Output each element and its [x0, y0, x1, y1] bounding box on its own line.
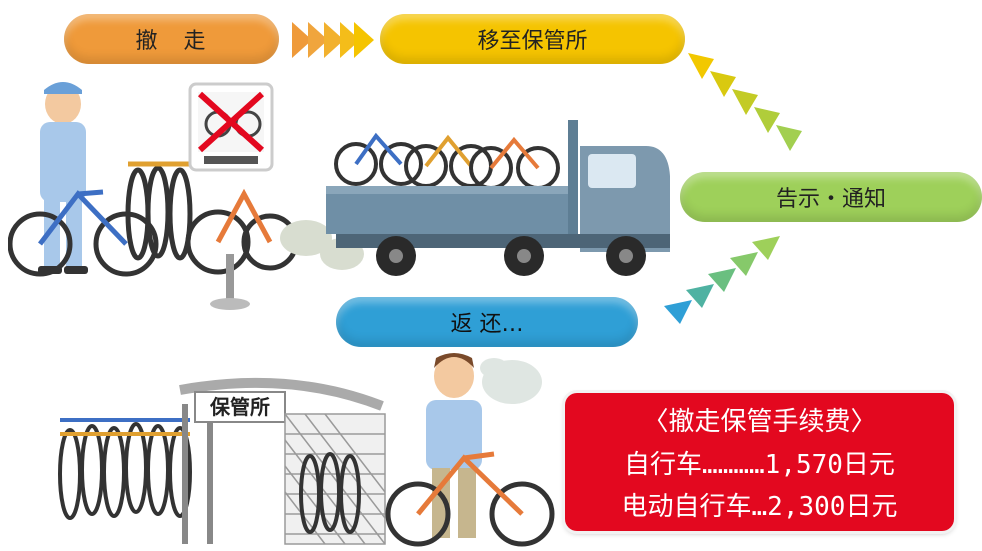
storage-facility-illustration: 保管所: [58, 377, 386, 545]
storage-sign-text: 保管所: [209, 395, 270, 419]
step-return-label: 返 还…: [336, 297, 638, 347]
fee-title: 〈撤走保管手续费〉: [642, 407, 877, 437]
truck-illustration: [280, 120, 670, 276]
step-move-to-storage-label: 移至保管所: [380, 14, 685, 64]
arrow-notice-to-return: [664, 236, 780, 324]
worker-figure: [38, 82, 88, 274]
arrow-move-to-notice: [688, 53, 802, 151]
fee-bicycle-line: 自行车…………1,570日元: [624, 450, 895, 480]
no-parking-sign: [188, 82, 274, 310]
owner-returning-illustration: [385, 353, 555, 547]
arrow-remove-to-move: [292, 22, 374, 58]
fee-info-box: 〈撤走保管手续费〉 自行车…………1,570日元 电动自行车…2,300日元: [565, 393, 954, 531]
step-notice-label: 告示・通知: [680, 172, 982, 222]
step-remove-label: 撤走: [64, 14, 279, 64]
removal-scene-illustration: [8, 82, 298, 310]
fee-ebike-line: 电动自行车…2,300日元: [621, 492, 898, 522]
